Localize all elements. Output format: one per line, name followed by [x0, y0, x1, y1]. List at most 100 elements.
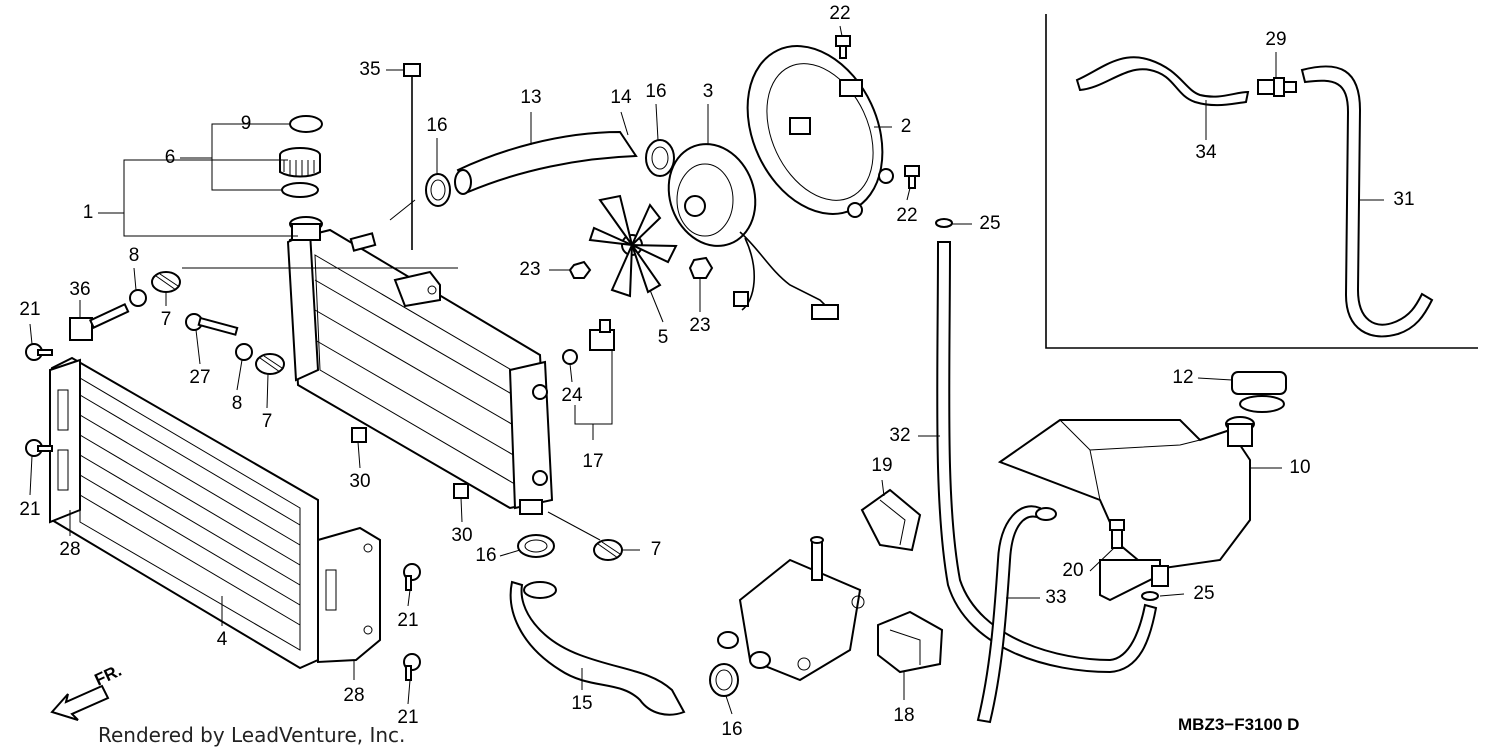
callout-16-lower: 16 — [475, 545, 496, 566]
washer-8-bottom — [235, 343, 253, 361]
callout-17: 17 — [582, 451, 603, 472]
callout-30-a: 30 — [349, 471, 370, 492]
clip-30-b — [453, 483, 469, 499]
diagram-code: MBZ3−F3100 D — [1178, 715, 1299, 734]
callout-21-b: 21 — [19, 499, 40, 520]
front-arrow: FR. — [50, 661, 125, 721]
nut-23-right — [688, 256, 714, 279]
screw-21-c — [403, 563, 421, 591]
radiator-1 — [286, 216, 554, 515]
callout-16-top: 16 — [426, 115, 447, 136]
fan-motor-3 — [667, 143, 839, 320]
callout-12: 12 — [1172, 367, 1193, 388]
cap-gasket — [281, 182, 319, 198]
bolt-22-top — [835, 35, 851, 59]
nut-23-left — [568, 260, 592, 279]
screw-21-b — [25, 439, 53, 457]
callout-7-middle: 7 — [262, 411, 273, 432]
seal-9 — [289, 115, 323, 133]
screw-21-a — [25, 343, 53, 361]
callout-4: 4 — [217, 629, 228, 650]
callout-22-right: 22 — [896, 205, 917, 226]
bolt-35 — [403, 63, 421, 250]
callout-25-top: 25 — [979, 213, 1000, 234]
fitting-29 — [1257, 77, 1297, 97]
fan-blade-5 — [588, 194, 678, 298]
callouts: 1 2 3 4 5 6 7 7 7 8 8 9 10 12 13 14 15 1… — [19, 3, 1414, 740]
tank-cap-12 — [1231, 371, 1287, 413]
grommet-7-bottom — [593, 539, 623, 561]
callout-34: 34 — [1195, 142, 1217, 163]
washer-8-top — [129, 289, 147, 307]
callout-6: 6 — [165, 147, 176, 168]
hose-15 — [509, 580, 686, 716]
callout-24: 24 — [561, 385, 583, 406]
callout-27: 27 — [189, 367, 210, 388]
hose-clamp-16-top — [425, 173, 451, 207]
hose-clamp-16-fan — [645, 139, 675, 177]
callout-21-c: 21 — [397, 610, 418, 631]
bolt-20 — [1109, 519, 1125, 549]
thermo-switch-17 — [589, 319, 615, 351]
bolt-22-right — [904, 165, 920, 189]
callout-15: 15 — [571, 693, 592, 714]
callout-30-b: 30 — [451, 525, 472, 546]
o-ring-24 — [562, 349, 578, 365]
callout-21-a: 21 — [19, 299, 40, 320]
bracket-19 — [860, 488, 922, 552]
callout-14: 14 — [610, 87, 632, 108]
callout-19: 19 — [871, 455, 892, 476]
callout-25-bottom: 25 — [1193, 583, 1214, 604]
callout-21-d: 21 — [397, 707, 418, 728]
callout-10: 10 — [1289, 457, 1310, 478]
bolt-27 — [185, 313, 239, 336]
clip-25-bottom — [1141, 591, 1159, 601]
callout-3: 3 — [703, 81, 714, 102]
pump-cover — [717, 536, 865, 682]
callout-36: 36 — [69, 279, 90, 300]
bolt-36 — [69, 302, 130, 341]
callout-13: 13 — [520, 87, 541, 108]
render-credit: Rendered by LeadVenture, Inc. — [98, 723, 405, 747]
callout-16-fan: 16 — [645, 81, 666, 102]
clip-25-top — [935, 218, 953, 228]
screw-21-d — [403, 653, 421, 681]
callout-28-left: 28 — [59, 539, 80, 560]
callout-23-right: 23 — [689, 315, 710, 336]
callout-5: 5 — [658, 327, 669, 348]
callout-31: 31 — [1393, 189, 1414, 210]
callout-33: 33 — [1045, 587, 1066, 608]
callout-29: 29 — [1265, 29, 1286, 50]
hose-clamp-16-bottom — [709, 663, 739, 697]
callout-8-top: 8 — [129, 245, 140, 266]
hose-31 — [1300, 65, 1434, 338]
grommet-7-middle — [255, 353, 285, 375]
hose-34 — [1075, 56, 1250, 107]
grommet-7-top — [151, 271, 181, 293]
callout-22-top: 22 — [829, 3, 850, 24]
radiator-cap-6 — [279, 147, 321, 178]
hose-13 — [456, 130, 638, 194]
callout-9: 9 — [241, 113, 252, 134]
callout-28-right: 28 — [343, 685, 364, 706]
bracket-18 — [877, 610, 944, 674]
hose-33 — [976, 505, 1041, 724]
callout-35: 35 — [359, 59, 380, 80]
radiator-grille-4 — [49, 356, 381, 670]
callout-8-bottom: 8 — [232, 393, 243, 414]
callout-2: 2 — [901, 116, 912, 137]
hose-clamp-16-lower — [517, 534, 555, 558]
hose-32 — [936, 241, 1158, 674]
callout-18: 18 — [893, 705, 914, 726]
front-marker-text: FR. — [92, 661, 125, 690]
callout-23-left: 23 — [519, 259, 540, 280]
callout-7-top: 7 — [161, 309, 172, 330]
callout-32: 32 — [889, 425, 910, 446]
leader-lines — [29, 25, 1384, 715]
inset-box — [1045, 14, 1478, 349]
callout-7-bottom: 7 — [651, 539, 662, 560]
clip-30-a — [351, 427, 367, 443]
reserve-tank-10 — [997, 416, 1255, 602]
callout-20: 20 — [1062, 560, 1083, 581]
